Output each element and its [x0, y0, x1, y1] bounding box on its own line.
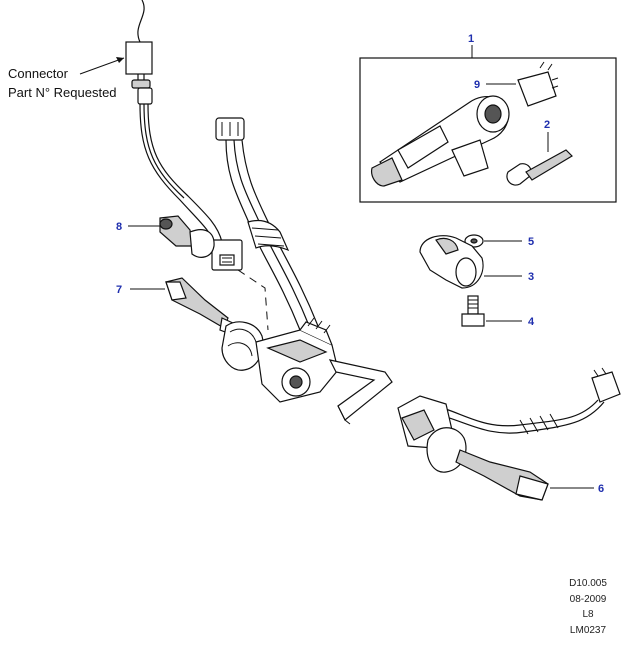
switch-bracket-assembly: [221, 269, 393, 425]
connector-note: Connector Part N° Requested: [8, 64, 117, 102]
drawing-reference: D10.005 08-2009 L8 LM0237: [560, 576, 616, 638]
callout-8: 8: [116, 221, 122, 233]
part-4-bolt: [461, 295, 522, 327]
callout-7: 7: [116, 284, 122, 296]
part-5-washer: [464, 234, 522, 248]
callout-1: 1: [468, 33, 474, 45]
drawing-date: 08-2009: [569, 593, 607, 605]
part-6-right-stalk-assembly: [397, 367, 621, 501]
callout-2: 2: [544, 119, 550, 131]
connector-label: Connector: [8, 66, 68, 81]
callout-4: 4: [528, 316, 535, 328]
callout-5: 5: [528, 236, 534, 248]
part-1-ignition-assembly: [359, 45, 617, 203]
callout-3: 3: [528, 271, 534, 283]
callout-9: 9: [474, 79, 480, 91]
drawing-model: L8: [582, 609, 594, 620]
upper-harness: [137, 87, 243, 271]
callout-6: 6: [598, 483, 604, 495]
part-3-clamp: [419, 235, 522, 289]
drawing-id: LM0237: [569, 624, 607, 636]
part-number-requested-label: Part N° Requested: [8, 85, 117, 100]
center-harness: [215, 117, 319, 331]
drawing-number: D10.005: [569, 578, 607, 589]
part-8-switch: [128, 215, 215, 258]
